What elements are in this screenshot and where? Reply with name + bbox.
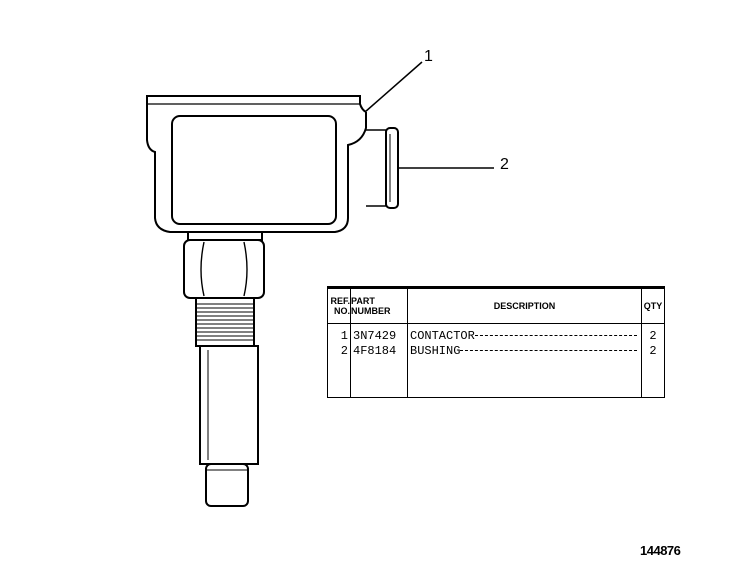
hex-nut: [183, 239, 265, 299]
housing-window: [171, 115, 337, 225]
bushing: [366, 129, 387, 207]
row-ref: 1: [328, 323, 351, 344]
header-description: DESCRIPTION: [407, 289, 642, 324]
figure-number: 144876: [640, 543, 681, 558]
row-ref: 2: [328, 344, 351, 359]
table-row: 2 4F8184 BUSHING 2: [328, 344, 664, 359]
row-description: BUSHING: [410, 344, 461, 358]
tip: [205, 463, 249, 507]
shaft: [199, 345, 259, 465]
housing-body: [146, 104, 367, 233]
callout-2: 2: [500, 156, 509, 173]
row-part-number: 4F8184: [350, 344, 408, 359]
callout-1: 1: [424, 48, 433, 65]
row-description: CONTACTOR: [410, 329, 475, 343]
row-qty: 2: [649, 344, 657, 358]
header-qty: QTY: [641, 289, 664, 324]
row-qty: 2: [649, 329, 657, 343]
row-part-number: 3N7429: [350, 323, 408, 344]
table-row: 1 3N7429 CONTACTOR 2: [328, 323, 664, 344]
header-ref-no: REF.NO.: [328, 289, 351, 324]
leader-1: [364, 61, 423, 113]
threaded-shank: [195, 297, 255, 347]
